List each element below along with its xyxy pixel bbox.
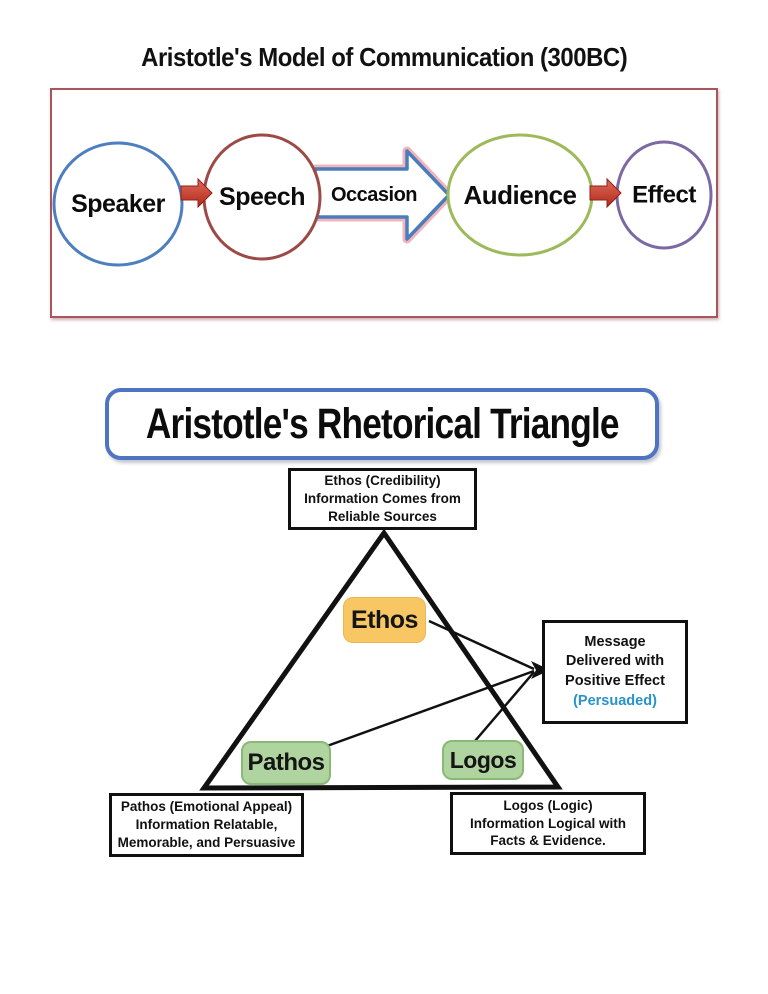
audience-label: Audience [463, 180, 576, 210]
convergence-arrowhead-icon [531, 661, 550, 679]
logos-box-line: Facts & Evidence. [490, 833, 606, 849]
persuaded-label: (Persuaded) [573, 692, 657, 709]
triangle-outline [199, 528, 563, 791]
rhetorical-triangle-title: Aristotle's Rhetorical Triangle [145, 399, 620, 448]
message-box-line: Delivered with [565, 653, 665, 670]
rhetorical-triangle-title-box: Aristotle's Rhetorical Triangle [105, 388, 659, 460]
logos-vertex-label: Logos [442, 740, 524, 780]
effect-label: Effect [632, 182, 696, 209]
ethos-box-line: Reliable Sources [328, 508, 437, 524]
ethos-box-line: Ethos (Credibility) [324, 473, 441, 489]
pathos-description-box: Pathos (Emotional Appeal) Information Re… [109, 793, 304, 857]
ethos-connector-line [428, 619, 535, 671]
pathos-box-line: Memorable, and Persuasive [117, 834, 296, 850]
pathos-vertex-label: Pathos [241, 741, 331, 785]
speaker-label: Speaker [71, 190, 166, 218]
logos-box-line: Logos (Logic) [503, 797, 593, 813]
message-box-line: Message [584, 633, 646, 650]
message-box-line: Positive Effect [565, 673, 665, 689]
occasion-arrow [313, 149, 451, 241]
logos-description-box: Logos (Logic) Information Logical with F… [450, 792, 646, 855]
flow-arrow-speaker-speech-icon [180, 177, 213, 209]
occasion-label: Occasion [331, 184, 417, 206]
message-result-box: Message Delivered with Positive Effect (… [542, 620, 688, 724]
ethos-box-line: Information Comes from [304, 491, 461, 507]
speaker-circle [52, 141, 184, 267]
pathos-box-line: Information Relatable, [135, 817, 278, 833]
ethos-vertex-label: Ethos [343, 597, 426, 643]
pathos-box-line: Pathos (Emotional Appeal) [120, 799, 293, 815]
communication-flow-diagram: Speaker Speech Occasion Audience Effect [52, 133, 713, 267]
ethos-description-box: Ethos (Credibility) Information Comes fr… [288, 468, 477, 530]
communication-model-frame: Speaker Speech Occasion Audience Effect [50, 88, 718, 318]
communication-model-title: Aristotle's Model of Communication (300B… [140, 42, 628, 72]
logos-box-line: Information Logical with [470, 815, 626, 831]
pathos-connector-line [326, 669, 535, 748]
flow-arrow-audience-effect-icon [589, 177, 622, 209]
speech-label: Speech [219, 183, 305, 211]
rhetorical-triangle-diagram [199, 528, 563, 791]
logos-connector-line [474, 671, 535, 742]
